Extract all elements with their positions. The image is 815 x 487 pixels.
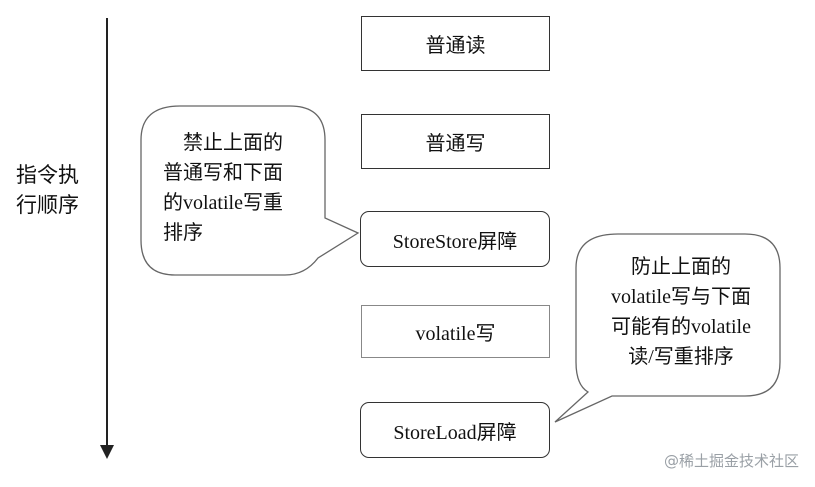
callout-text-1: 禁止上面的 普通写和下面 的volatile写重 排序	[163, 128, 313, 248]
box-storeload-barrier: StoreLoad屏障	[360, 402, 550, 458]
callout-line: 可能有的volatile	[611, 316, 751, 338]
axis-line	[106, 18, 108, 448]
box-normal-read: 普通读	[361, 16, 550, 71]
box-storestore-barrier: StoreStore屏障	[360, 211, 550, 267]
callout-line: 普通写和下面	[163, 162, 283, 184]
callout-line: 的volatile写重	[163, 192, 283, 214]
callout-text-2: 防止上面的 volatile写与下面 可能有的volatile 读/写重排序	[596, 252, 766, 372]
callout-line: 禁止上面的	[183, 132, 283, 154]
callout-line: 读/写重排序	[628, 346, 734, 368]
callout-line: 排序	[163, 222, 203, 244]
axis-label-line: 指令执	[16, 163, 79, 187]
down-arrow-icon	[100, 445, 114, 459]
box-volatile-write: volatile写	[361, 305, 550, 358]
callout-line: 防止上面的	[631, 256, 731, 278]
callout-bubble-2	[554, 233, 781, 423]
callout-bubble-1	[140, 105, 360, 276]
watermark: @稀土掘金技术社区	[663, 452, 799, 470]
box-normal-write: 普通写	[361, 114, 550, 169]
callout-line: volatile写与下面	[611, 286, 751, 308]
axis-label-line: 行顺序	[16, 193, 79, 217]
axis-label: 指令执 行顺序	[16, 160, 96, 220]
